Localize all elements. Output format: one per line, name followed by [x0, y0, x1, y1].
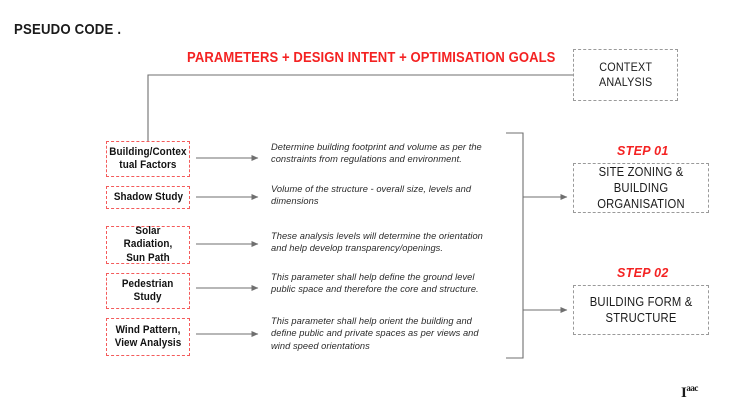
parameter-label: Pedestrian Study: [122, 277, 174, 304]
description-text: This parameter shall help orient the bui…: [271, 316, 479, 351]
description-text: These analysis levels will determine the…: [271, 231, 483, 254]
parameter-box-building-contextual-factors[interactable]: Building/Contex tual Factors: [106, 141, 190, 177]
parameter-label: Wind Pattern, View Analysis: [114, 323, 182, 350]
parameter-box-solar-radiation-sun-path[interactable]: Solar Radiation, Sun Path: [106, 224, 190, 264]
step-01-label: STEP 01: [617, 144, 669, 158]
context-spine-line: [147, 74, 573, 141]
step-02-box[interactable]: BUILDING FORM & STRUCTURE: [573, 285, 709, 335]
step-bracket: [506, 132, 524, 359]
page-title: PSEUDO CODE .: [14, 21, 122, 38]
context-analysis-label: CONTEXT ANALYSIS: [598, 60, 653, 89]
logo-main: I: [681, 385, 687, 401]
logo-superscript: aac: [686, 383, 698, 393]
step-02-title: BUILDING FORM & STRUCTURE: [589, 295, 693, 325]
parameter-label: Building/Contex tual Factors: [109, 145, 187, 172]
parameter-box-wind-pattern-view-analysis[interactable]: Wind Pattern, View Analysis: [106, 318, 190, 356]
step-01-title: SITE ZONING & BUILDING ORGANISATION: [597, 165, 685, 211]
description-text: Determine building footprint and volume …: [271, 142, 482, 165]
parameter-label: Solar Radiation, Sun Path: [123, 224, 173, 264]
description-text: This parameter shall help define the gro…: [271, 272, 479, 295]
banner-heading: PARAMETERS + DESIGN INTENT + OPTIMISATIO…: [187, 50, 556, 66]
description-text: Volume of the structure - overall size, …: [271, 184, 472, 207]
iaac-logo: Iaac: [681, 383, 698, 402]
step-01-box[interactable]: SITE ZONING & BUILDING ORGANISATION: [573, 163, 709, 213]
parameter-box-shadow-study[interactable]: Shadow Study: [106, 186, 190, 209]
parameter-box-pedestrian-study[interactable]: Pedestrian Study: [106, 273, 190, 309]
step-02-label: STEP 02: [617, 266, 669, 280]
parameter-label: Shadow Study: [113, 190, 183, 203]
context-analysis-box[interactable]: CONTEXT ANALYSIS: [573, 49, 678, 101]
